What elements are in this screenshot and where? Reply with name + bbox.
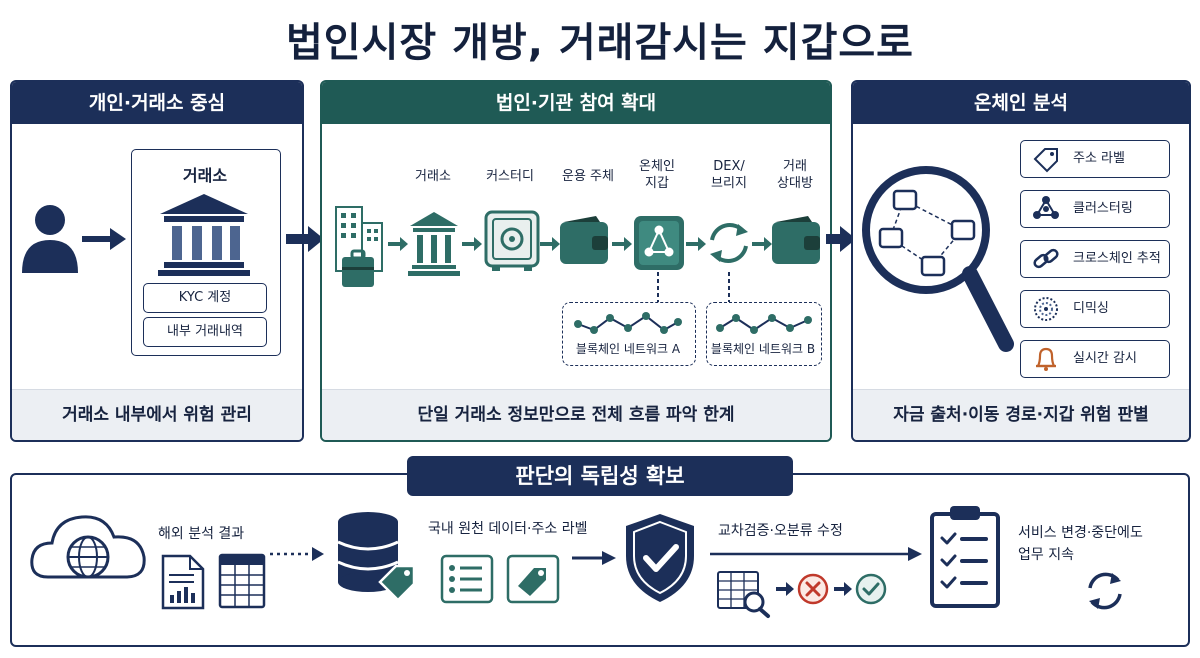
arrow-right-icon [826, 226, 856, 252]
network-nodes-icon [574, 312, 682, 334]
kyc-account-box [143, 283, 267, 313]
arrow-right-icon [776, 582, 794, 596]
arrow-right-icon [388, 237, 408, 251]
flow-label-exchange: 거래소 [415, 169, 451, 184]
feature-label: 클러스터링 [1073, 201, 1133, 216]
internal-history-label: 내부 거래내역 [167, 324, 243, 339]
arrow-right-icon [834, 582, 852, 596]
panel-middle-header: 법인·기관 참여 확대 [322, 82, 830, 124]
tag-icon [506, 554, 560, 604]
feature-label: 실시간 감시 [1073, 351, 1137, 366]
wallet-icon [560, 216, 608, 264]
panel-left-footer: 거래소 내부에서 위험 관리 [12, 389, 302, 440]
check-circle-icon [855, 573, 887, 605]
feature-label: 주소 라벨 [1073, 151, 1125, 166]
spreadsheet-icon [218, 553, 266, 609]
clipboard-checklist-icon [930, 506, 1000, 608]
network-a-label: 블록체인 네트워크 A [575, 342, 681, 356]
continuity-label-line2: 업무 지속 [1018, 547, 1074, 563]
corporate-building-icon [335, 206, 383, 287]
feature-demixing: 디믹싱 [1020, 290, 1170, 328]
arrow-right-icon [462, 237, 482, 251]
feature-crosschain-tracking: 크로스체인 추적 [1020, 240, 1170, 278]
link-icon [1031, 245, 1061, 273]
arrow-right-icon [286, 226, 324, 252]
onchain-wallet-icon [634, 216, 684, 270]
independence-title: 판단의 독립성 확보 [407, 456, 793, 496]
arrow-right-icon [686, 237, 706, 251]
kyc-account-label: KYC 계정 [178, 290, 232, 305]
swap-cycle-icon [710, 223, 748, 263]
feature-clustering: 클러스터링 [1020, 190, 1170, 228]
network-nodes-icon [716, 314, 812, 334]
database-tag-icon [337, 512, 416, 602]
bank-icon [408, 212, 460, 276]
feature-label: 크로스체인 추적 [1073, 251, 1161, 266]
domestic-data-label: 국내 원천 데이터·주소 라벨 [428, 521, 588, 537]
exchange-label: 거래소 [182, 166, 228, 185]
arrow-right-icon [612, 237, 632, 251]
magnifier-icon [862, 166, 1014, 352]
flow-label-operator: 운용 주체 [562, 169, 614, 184]
network-b-label: 블록체인 네트워크 B [710, 342, 816, 356]
foreign-analysis-label: 해외 분석 결과 [158, 526, 245, 542]
cluster-icon [1031, 195, 1061, 223]
panel-right-header: 온체인 분석 [853, 82, 1189, 124]
internal-history-box [143, 317, 267, 347]
page-title: 법인시장 개방, 거래감시는 지갑으로 [286, 20, 914, 66]
arrow-right-icon [710, 547, 922, 561]
cross-validation-label: 교차검증·오분류 수정 [718, 523, 843, 539]
user-icon [22, 205, 78, 273]
continuity-label-line1: 서비스 변경·중단에도 [1018, 525, 1143, 541]
dotted-arrow-icon [270, 547, 324, 561]
bank-icon [158, 194, 250, 276]
flow-label-dex-bridge: DEX/ 브리지 [711, 159, 747, 191]
panel-middle-footer: 단일 거래소 정보만으로 전체 흐름 파악 한계 [322, 389, 830, 440]
demixing-icon [1031, 295, 1061, 323]
arrow-right-icon [82, 228, 126, 250]
blockchain-network-a [562, 302, 696, 366]
safe-icon [484, 210, 540, 271]
connector-dashed [728, 272, 730, 302]
arrow-right-icon [752, 237, 772, 251]
panel-right-footer: 자금 출처·이동 경로·지갑 위험 판별 [853, 389, 1189, 440]
cloud-globe-icon [30, 515, 146, 579]
feature-address-label: 주소 라벨 [1020, 140, 1170, 178]
counterparty-wallet-icon [772, 216, 820, 264]
arrow-right-icon [572, 551, 616, 565]
arrow-right-icon [540, 237, 560, 251]
feature-label: 디믹싱 [1073, 301, 1109, 316]
list-icon [440, 554, 494, 604]
table-search-icon [717, 571, 770, 618]
error-x-icon [797, 573, 829, 605]
tag-icon [1031, 145, 1061, 173]
flow-label-custody: 커스터디 [486, 169, 534, 184]
connector-dashed [657, 272, 659, 302]
report-document-icon [161, 554, 205, 610]
flow-label-counterparty: 거래 상대방 [777, 159, 813, 191]
flow-label-onchain-wallet: 온체인 지갑 [639, 159, 675, 191]
bell-icon [1031, 345, 1061, 373]
sync-icon [1088, 572, 1122, 610]
feature-realtime-monitoring: 실시간 감시 [1020, 340, 1170, 378]
shield-check-icon [626, 514, 694, 602]
panel-left-header: 개인·거래소 중심 [12, 82, 302, 124]
blockchain-network-b [706, 302, 822, 366]
